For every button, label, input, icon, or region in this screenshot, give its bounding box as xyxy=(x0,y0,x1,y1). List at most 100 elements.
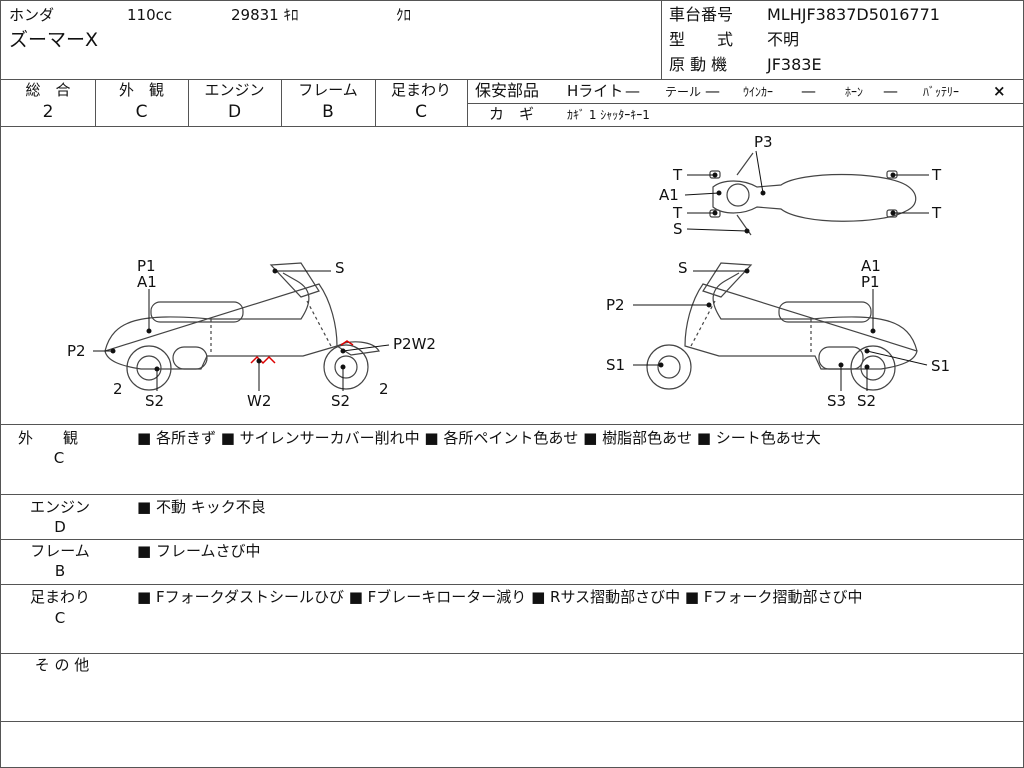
leader-dot xyxy=(340,364,346,370)
divider xyxy=(1,79,1024,80)
leader-dot xyxy=(864,348,870,354)
leader-dot xyxy=(864,364,870,370)
leader-line xyxy=(866,350,928,366)
note-frame-grade: B xyxy=(54,562,66,580)
safety-winker-mark: — xyxy=(801,82,816,100)
scooter-top-mirror-stems xyxy=(736,152,754,236)
left-view-label: S2 xyxy=(331,392,350,410)
note-suspension-grade: C xyxy=(54,609,66,627)
note-exterior-label: 外 観 xyxy=(17,429,78,447)
divider xyxy=(1,653,1024,654)
divider xyxy=(281,79,282,126)
scooter-left-panel-lines xyxy=(210,300,332,353)
scooter-top-body xyxy=(712,173,917,222)
note-frame-text: ■ フレームさび中 xyxy=(137,542,261,560)
divider xyxy=(1,539,1024,540)
safety-horn-mark: — xyxy=(883,82,898,100)
leader-dot xyxy=(154,366,160,372)
right-view-label: A1 xyxy=(861,257,881,275)
divider xyxy=(95,79,96,126)
scooter-right-rear-hub xyxy=(860,355,886,381)
left-view-label: 2 xyxy=(113,380,123,398)
safety-headlight: Hライト xyxy=(567,82,624,100)
type-value: 不明 xyxy=(767,30,800,49)
scooter-right-front-wheel xyxy=(646,344,692,390)
engine-model-label: 原 動 機 xyxy=(669,55,728,74)
left-view-label: P2W2 xyxy=(393,335,436,353)
divider xyxy=(1,584,1024,585)
safety-horn: ﾎｰﾝ xyxy=(845,85,864,99)
divider xyxy=(375,79,376,126)
scooter-right-front-hub xyxy=(657,355,681,379)
scooter-top-headset xyxy=(726,183,750,207)
note-engine-grade: D xyxy=(54,518,66,536)
note-suspension-text: ■ Fフォークダストシールひび ■ Fブレーキローター減り ■ Rサス摺動部さび… xyxy=(137,588,863,606)
key-label: カ ギ xyxy=(489,105,535,123)
model-name: ズーマーX xyxy=(9,29,99,51)
safety-parts-title: 保安部品 xyxy=(475,81,540,100)
grade-exterior-value: C xyxy=(135,102,148,122)
grade-exterior-label: 外 観 xyxy=(118,81,164,99)
note-frame-label: フレーム xyxy=(30,542,90,560)
grade-frame-label: フレーム xyxy=(298,81,358,99)
leader-dot xyxy=(838,362,844,368)
top-view-label: T xyxy=(672,166,683,184)
safety-battery: ﾊﾞｯﾃﾘｰ xyxy=(923,85,960,99)
top-view-label: T xyxy=(931,204,942,222)
leader-dot xyxy=(706,302,712,308)
divider xyxy=(467,79,468,126)
right-view-label: P1 xyxy=(861,273,880,291)
left-view-label: A1 xyxy=(137,273,157,291)
left-view-label: S xyxy=(335,259,345,277)
right-view-label: S1 xyxy=(931,357,950,375)
safety-taillight: テール xyxy=(665,85,702,99)
damage-diagram: P3 T A1 T S T T P1 A1 S P2 P2W2 2 S2 W2 … xyxy=(67,133,950,410)
divider xyxy=(467,103,1024,104)
leader-dot xyxy=(716,190,722,196)
scooter-left-rear-hub xyxy=(136,355,162,381)
grade-engine-label: エンジン xyxy=(204,81,265,99)
engine-model-value: JF383E xyxy=(767,55,822,74)
leader-dot xyxy=(890,172,896,178)
safety-headlight-mark: — xyxy=(625,82,640,100)
leader-dot xyxy=(744,268,750,274)
grade-frame-value: B xyxy=(322,102,334,122)
type-label: 型 式 xyxy=(669,30,734,49)
leader-dot xyxy=(744,228,750,234)
safety-winker: ｳｲﾝｶｰ xyxy=(743,85,774,99)
mileage: 29831 ｷﾛ xyxy=(231,6,299,24)
right-view-label: S3 xyxy=(827,392,846,410)
left-view-label: S2 xyxy=(145,392,164,410)
leader-line xyxy=(755,150,764,194)
leader-dot xyxy=(272,268,278,274)
divider xyxy=(1,494,1024,495)
leader-line xyxy=(684,192,720,196)
right-view-label: S2 xyxy=(857,392,876,410)
left-view-label: P2 xyxy=(67,342,86,360)
top-view-label: S xyxy=(673,220,683,238)
top-view-label: T xyxy=(672,204,683,222)
note-exterior-text: ■ 各所きず ■ サイレンサーカバー削れ中 ■ 各所ペイント色あせ ■ 樹脂部色… xyxy=(137,429,821,447)
scooter-left-muffler xyxy=(172,346,208,370)
top-view-label: P3 xyxy=(754,133,773,151)
leader-dot xyxy=(146,328,152,334)
leader-dot xyxy=(658,362,664,368)
scooter-left-front-hub xyxy=(334,355,358,379)
key-value: ｶｷﾞ 1 ｼｬｯﾀｰｷｰ1 xyxy=(567,108,650,122)
note-engine-text: ■ 不動 キック不良 xyxy=(137,498,266,516)
scooter-left-handlebar xyxy=(269,262,320,298)
frame-number-value: MLHJF3837D5016771 xyxy=(767,5,940,24)
leader-dot xyxy=(256,358,262,364)
scooter-left-scratch-mark xyxy=(250,355,276,365)
scooter-left-rear-wheel xyxy=(126,345,172,391)
note-engine-label: エンジン xyxy=(29,498,90,516)
leader-line xyxy=(342,344,390,352)
top-view-label: A1 xyxy=(659,186,679,204)
leader-dot xyxy=(870,328,876,334)
scooter-right-rear-wheel xyxy=(850,345,896,391)
grade-engine-value: D xyxy=(227,102,242,122)
divider xyxy=(188,79,189,126)
left-view-label: 2 xyxy=(379,380,389,398)
scooter-right-body xyxy=(684,272,918,370)
